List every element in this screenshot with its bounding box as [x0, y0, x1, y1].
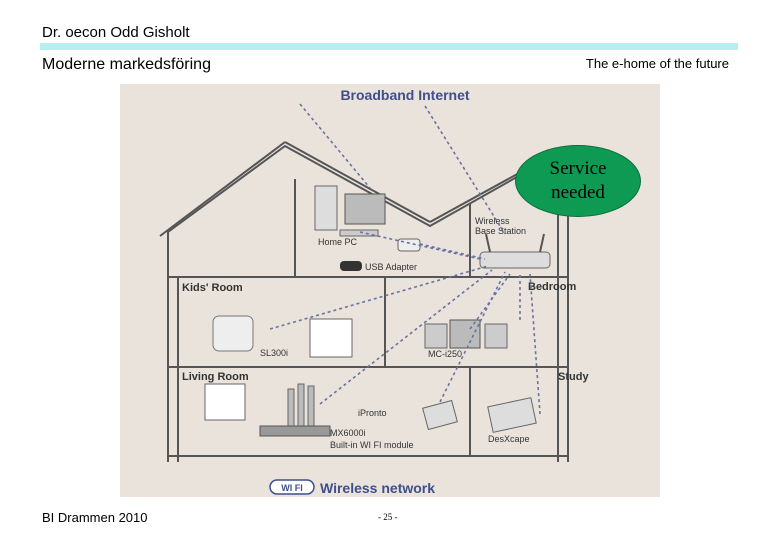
room-kids-label: Kids' Room	[182, 282, 243, 294]
wireless-links	[269, 103, 541, 415]
living-tv-icon	[204, 383, 246, 421]
sl300i-icon	[212, 315, 254, 352]
home-pc-label: Home PC	[318, 237, 358, 247]
desxcape-icon	[487, 397, 537, 433]
wifi-logo-icon	[269, 479, 315, 495]
header-rule	[40, 43, 738, 50]
service-needed-callout: Service needed	[515, 145, 641, 217]
room-study-label: Study	[558, 371, 589, 383]
base-station-icon	[479, 233, 551, 269]
mc-i250-label: MC-i250	[428, 349, 462, 359]
wifi-logo-text: WI FI	[281, 483, 303, 493]
slide-title: The e-home of the future	[585, 56, 729, 71]
usb-adapter-label: USB Adapter	[365, 262, 417, 272]
house-diagram: Broadband Internet Kids' Room Bedroom Li…	[159, 87, 589, 496]
mx6000i-label: MX6000i	[330, 428, 366, 438]
room-bedroom-label: Bedroom	[528, 281, 577, 293]
page-number: - 25 -	[378, 512, 398, 522]
base-station-label-1: Wireless	[475, 216, 510, 226]
wifi-badge-icon	[340, 261, 362, 271]
callout-line-2: needed	[551, 182, 605, 203]
course-title: Moderne markedsföring	[42, 56, 211, 73]
room-living-label: Living Room	[182, 371, 249, 383]
footer-institution: BI Drammen 2010	[42, 510, 148, 525]
tv-icon	[309, 318, 353, 358]
desxcape-label: DesXcape	[488, 434, 530, 444]
author-name: Dr. oecon Odd Gisholt	[42, 24, 190, 41]
builtin-module-label: Built-in WI FI module	[330, 440, 414, 450]
speakers-icon	[259, 383, 331, 437]
mc-i250-icon	[424, 319, 508, 349]
ipronto-icon	[422, 399, 458, 431]
callout-line-1: Service	[549, 158, 607, 179]
sl300i-label: SL300i	[260, 348, 288, 358]
wireless-network-label: Wireless network	[320, 480, 435, 496]
broadband-label: Broadband Internet	[340, 87, 469, 103]
ipronto-label: iPronto	[358, 408, 387, 418]
base-station-label-2: Base Station	[475, 226, 526, 236]
home-pc-icon	[314, 185, 386, 237]
